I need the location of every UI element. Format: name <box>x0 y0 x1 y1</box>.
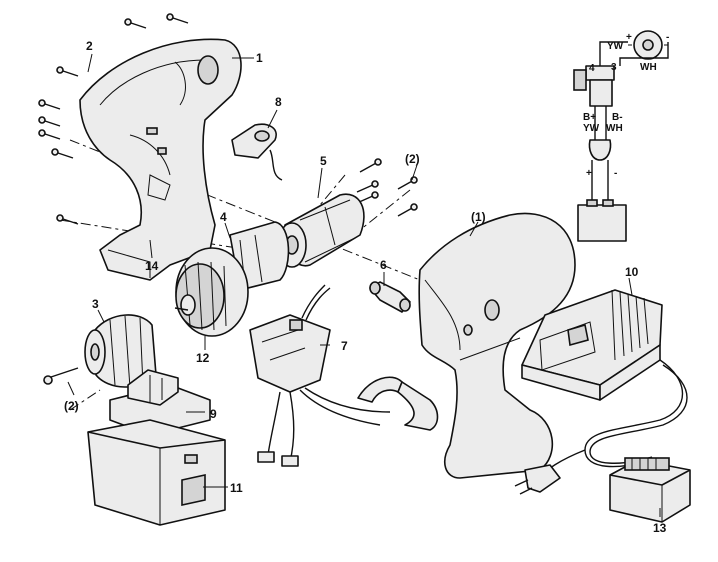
screw <box>51 148 74 159</box>
battery-pack <box>87 369 226 526</box>
battery-plus-label: + <box>586 168 592 179</box>
terminal-3-label: 3 <box>611 62 617 73</box>
wire-label-wh-top: WH <box>640 62 657 73</box>
housing-left-half <box>79 38 242 281</box>
label-part-5: 5 <box>320 154 327 168</box>
screw <box>356 180 379 193</box>
wiring-schematic <box>573 30 669 242</box>
label-part-6: 6 <box>380 258 387 272</box>
label-part-4: 4 <box>220 210 227 224</box>
label-part-8: 8 <box>275 95 282 109</box>
motor <box>277 193 365 268</box>
screw <box>43 367 79 385</box>
terminal-4-label: 4 <box>589 63 595 74</box>
label-part-12: 12 <box>196 351 210 365</box>
screw <box>397 203 418 217</box>
label-part-7: 7 <box>341 339 348 353</box>
label-part-9: 9 <box>210 407 217 421</box>
screw <box>166 13 189 24</box>
motor-plus-label: + <box>626 32 632 43</box>
screw <box>124 18 147 29</box>
label-part-2: 2 <box>86 39 93 53</box>
wiring-labels: YW WH + - 3 4 B+ B- YW WH + - <box>583 32 669 179</box>
leader-lines <box>67 53 661 517</box>
screw <box>38 99 61 110</box>
direction-switch <box>231 123 283 181</box>
screw <box>38 129 61 140</box>
housing-right-half <box>418 212 576 479</box>
clutch-ring <box>174 247 249 337</box>
chuck <box>84 314 157 389</box>
label-housing-assembly: (1) <box>471 210 486 224</box>
screws <box>38 13 418 385</box>
label-part-14: 14 <box>145 259 159 273</box>
battery-plus-terminal-label: B+ <box>583 112 596 123</box>
trigger-switch <box>249 284 391 467</box>
label-part-2-qty: (2) <box>405 152 420 166</box>
trigger-bracket <box>357 376 439 431</box>
part-labels: 1 2 (2) (2) (1) 3 4 5 6 7 8 9 10 11 12 1… <box>64 39 667 535</box>
motor-minus-label: - <box>666 32 669 43</box>
battery-minus-label: - <box>614 168 617 179</box>
screw <box>397 176 418 190</box>
screw <box>38 116 61 127</box>
screw <box>359 158 382 173</box>
screw <box>56 66 79 77</box>
transformer <box>609 457 691 523</box>
wire-label-yw-top: YW <box>607 41 624 52</box>
label-part-3: 3 <box>92 297 99 311</box>
screw <box>356 191 379 204</box>
label-part-2-qty-chuck: (2) <box>64 399 79 413</box>
label-part-11: 11 <box>230 481 243 495</box>
battery-minus-terminal-label: B- <box>612 112 623 123</box>
label-part-10: 10 <box>625 265 639 279</box>
label-part-13: 13 <box>653 521 667 535</box>
label-part-1: 1 <box>256 51 263 65</box>
wire-label-wh-bottom: WH <box>606 123 623 134</box>
power-plug <box>514 464 561 495</box>
wire-label-yw-bottom: YW <box>583 123 600 134</box>
screw <box>56 214 79 225</box>
brush-holder <box>369 281 411 313</box>
